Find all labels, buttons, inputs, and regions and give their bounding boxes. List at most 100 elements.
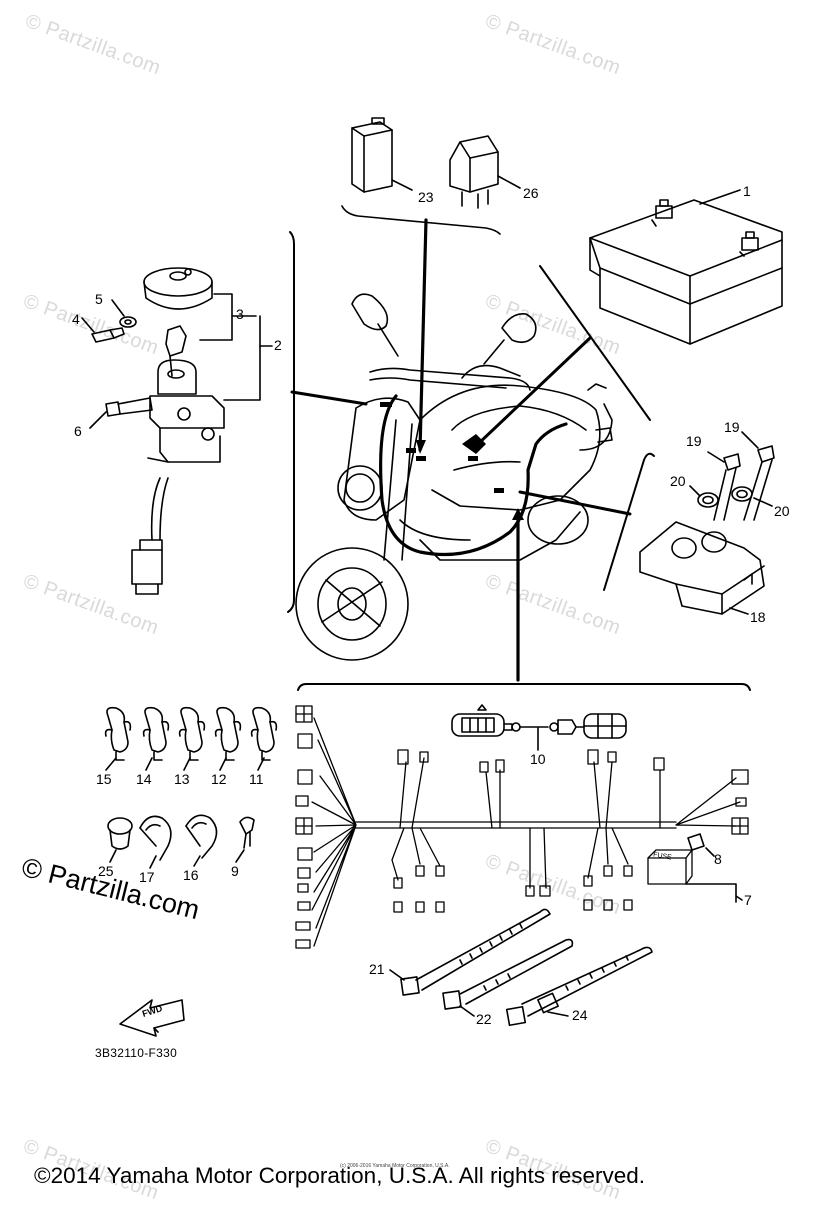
fine-print: (c) 2006-2016 Yamaha Motor Corporation, … [340,1163,450,1169]
leader-25 [109,849,117,863]
callout-19-right: 19 [724,419,740,435]
screw-4-drawing [91,327,125,343]
leader-12 [219,757,227,771]
connector-10-drawing [451,704,627,739]
callout-1: 1 [743,183,751,199]
scooter-drawing [295,293,613,661]
callout-3: 3 [236,306,244,322]
clip-13-drawing [178,706,206,761]
leader-22 [459,1005,475,1017]
cable-tie-22-drawing [442,938,574,1010]
callout-5: 5 [95,291,103,307]
callout-6: 6 [74,423,82,439]
bracket-left [287,231,295,613]
clamp-16-drawing [185,814,218,859]
bracket-7 [685,883,737,903]
bracket-right [603,452,655,591]
callout-9: 9 [231,863,239,879]
leader-9 [235,849,245,863]
callout-18: 18 [750,609,766,625]
clip-12-drawing [214,706,242,761]
callout-4: 4 [72,311,80,327]
leader-26 [497,175,521,189]
fwd-arrow-icon [119,999,185,1037]
callout-8: 8 [714,851,722,867]
relay-23-drawing [351,117,393,193]
cable-tie-24-drawing [505,946,653,1027]
callout-19-left: 19 [686,433,702,449]
bracket-23-26 [341,205,501,235]
callout-7: 7 [744,892,752,908]
bolt-19-right-drawing [743,445,775,521]
scooter-harness [379,394,568,557]
bolt-19-left-drawing [713,453,741,521]
ignition-switch-drawing [131,267,225,595]
callout-16: 16 [183,867,199,883]
leader-5 [111,299,125,317]
marker [416,456,426,461]
figure-code: 3B32110-F330 [95,1046,178,1060]
leader-1 [699,189,741,205]
leader-24 [547,1011,569,1017]
battery-drawing [589,199,783,345]
copyright-notice: ©2014 Yamaha Motor Corporation, U.S.A. A… [34,1163,646,1188]
callout-11: 11 [249,771,264,787]
leader-19 [741,431,759,449]
leader-15 [105,757,117,771]
wire-harness-drawing [295,705,749,949]
leader-23 [391,179,413,191]
marker [468,456,478,461]
relay-26-drawing [449,135,499,209]
callout-14: 14 [136,771,152,787]
clip-11-drawing [250,706,278,761]
bracket-18-drawing [639,521,765,615]
leader-13 [183,757,191,771]
pointer-to-relay [418,218,428,452]
callout-10: 10 [530,751,546,767]
callout-12: 12 [211,771,227,787]
callout-15: 15 [96,771,112,787]
washer-20-drawing [697,486,753,508]
fuse-8-drawing [687,833,705,851]
leader-14 [145,757,153,771]
bracket-3 [199,293,233,341]
pointer-to-18 [518,490,632,516]
clip-15-drawing [104,706,132,761]
leader-20 [753,497,773,507]
grommet-25-drawing [107,817,133,850]
leader-7 [735,895,743,901]
callout-23: 23 [418,189,434,205]
callout-21: 21 [369,961,385,977]
leader-19 [707,451,725,463]
callout-17: 17 [139,869,155,885]
callout-20-right: 20 [774,503,790,519]
leader-6 [89,411,107,429]
leader-20 [689,485,701,497]
callout-2: 2 [274,337,282,353]
bracket-2 [223,315,261,401]
marker [494,488,504,493]
callout-22: 22 [476,1011,492,1027]
battery-bracket [539,265,651,421]
pointer-to-ignition [290,390,368,406]
pointer-to-battery [476,336,592,446]
callout-20-left: 20 [670,473,686,489]
callout-13: 13 [174,771,190,787]
cable-tie-21-drawing [400,908,551,996]
washer-5-drawing [119,316,137,328]
callout-25: 25 [98,863,114,879]
callout-24: 24 [572,1007,588,1023]
leader-11 [257,757,265,771]
leader-16 [193,855,201,867]
clamp-17-drawing [139,815,172,861]
clip-14-drawing [142,706,170,761]
relay-location-mark [462,434,486,454]
leader-17 [149,855,157,869]
clip-9-drawing [239,816,255,849]
leader-4 [81,317,95,333]
callout-26: 26 [523,185,539,201]
leader-21 [389,969,405,981]
marker [406,448,416,453]
leader-8 [705,847,715,857]
